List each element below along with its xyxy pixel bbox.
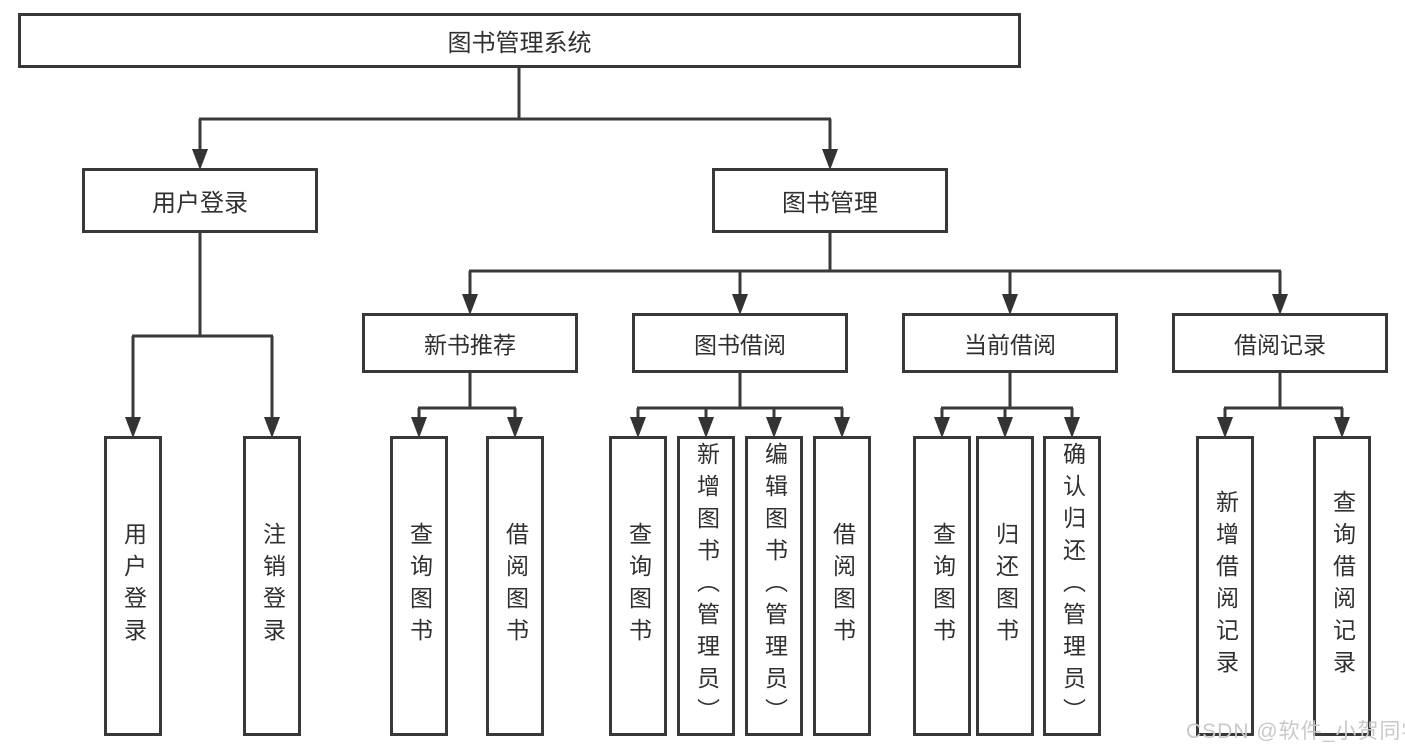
leaf-return-book: 归还图书 (976, 436, 1034, 736)
leaf-query-borrow-record: 查询借阅记录 (1313, 436, 1371, 736)
arrow-down-icon (630, 417, 646, 438)
connector-book-management-to-level3 (468, 233, 1282, 297)
connector-root-to-level2 (198, 66, 832, 152)
arrow-down-icon (766, 417, 782, 438)
connector-new-book-to-leaves (417, 373, 517, 419)
leaf-borrow-book: 借阅图书 (813, 436, 871, 736)
node-book-borrow: 图书借阅 (632, 313, 848, 373)
leaf-logout: 注销登录 (243, 436, 301, 736)
leaf-user-login: 用户登录 (104, 436, 162, 736)
arrow-down-icon (997, 417, 1013, 438)
arrow-down-icon (1002, 294, 1018, 315)
node-borrow-record: 借阅记录 (1172, 313, 1388, 373)
arrow-down-icon (834, 417, 850, 438)
arrow-down-icon (192, 149, 208, 170)
arrow-down-icon (732, 294, 748, 315)
arrow-down-icon (507, 417, 523, 438)
connector-book-borrow-to-leaves (636, 373, 844, 419)
arrow-down-icon (264, 417, 280, 438)
connector-current-borrow-to-leaves (940, 373, 1074, 419)
arrow-down-icon (1334, 417, 1350, 438)
arrow-down-icon (411, 417, 427, 438)
arrow-down-icon (822, 149, 838, 170)
leaf-add-borrow-record: 新增借阅记录 (1196, 436, 1254, 736)
leaf-query-book-recommend: 查询图书 (390, 436, 448, 736)
connector-user-login-to-leaves (131, 233, 274, 419)
node-current-borrow: 当前借阅 (902, 313, 1118, 373)
arrow-down-icon (698, 417, 714, 438)
leaf-query-book-borrow: 查询图书 (609, 436, 667, 736)
leaf-query-book-current: 查询图书 (913, 436, 971, 736)
arrow-down-icon (1064, 417, 1080, 438)
node-root: 图书管理系统 (18, 13, 1021, 68)
leaf-borrow-book-recommend: 借阅图书 (486, 436, 544, 736)
arrow-down-icon (462, 294, 478, 315)
watermark: CSDN @软件_小贺同学 (1186, 720, 1405, 743)
node-new-book-recommend: 新书推荐 (362, 313, 578, 373)
arrow-down-icon (934, 417, 950, 438)
arrow-down-icon (125, 417, 141, 438)
leaf-edit-book-admin: 编辑图书（管理员） (745, 436, 803, 736)
node-book-management: 图书管理 (712, 168, 948, 233)
arrow-down-icon (1272, 294, 1288, 315)
connector-borrow-record-to-leaves (1223, 373, 1344, 419)
arrow-down-icon (1217, 417, 1233, 438)
leaf-confirm-return-admin: 确认归还（管理员） (1043, 436, 1101, 736)
leaf-add-book-admin: 新增图书（管理员） (677, 436, 735, 736)
node-user-login: 用户登录 (82, 168, 318, 233)
